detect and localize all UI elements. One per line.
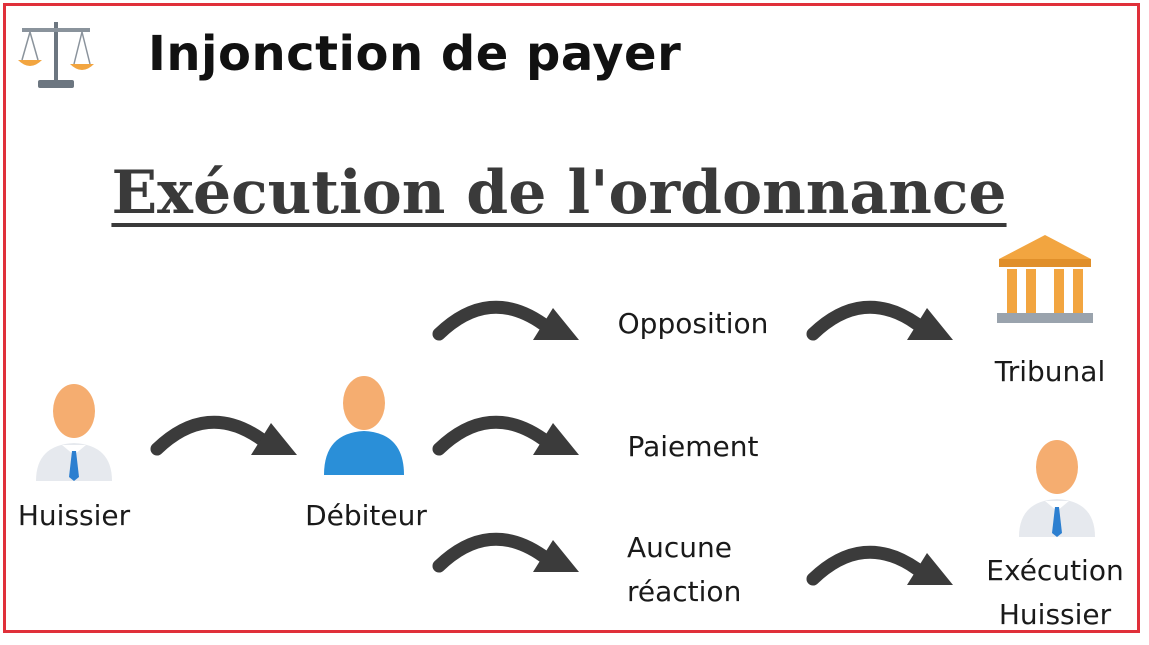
node-execution-line1: Exécution	[986, 554, 1124, 587]
balance-scale-icon	[18, 22, 94, 88]
arrow-debiteur-paiement	[432, 415, 579, 456]
node-debiteur: Débiteur	[305, 499, 427, 532]
diagram-frame	[3, 3, 1140, 633]
node-aucune-reaction-line1: Aucune	[627, 531, 733, 564]
node-aucune-reaction: Aucune réaction	[627, 526, 741, 614]
arrow-huissier-debiteur	[150, 415, 297, 456]
debiteur-icon	[324, 376, 404, 475]
node-execution-line2: Huissier	[998, 598, 1112, 631]
node-opposition: Opposition	[617, 307, 769, 340]
node-huissier: Huissier	[17, 499, 131, 532]
execution-huissier-icon	[1019, 440, 1095, 537]
courthouse-icon	[997, 235, 1093, 323]
arrow-debiteur-opposition	[432, 300, 579, 341]
arrow-debiteur-aucune-reaction	[432, 532, 579, 573]
arrow-opposition-tribunal	[806, 300, 953, 341]
arrow-aucune-reaction-execution	[806, 545, 953, 586]
diagram-subtitle: Exécution de l'ordonnance	[111, 158, 1007, 228]
node-execution-huissier: Exécution Huissier	[975, 549, 1135, 637]
node-aucune-reaction-line2: réaction	[627, 575, 742, 608]
node-tribunal: Tribunal	[994, 355, 1106, 388]
huissier-icon	[36, 384, 112, 481]
page-title: Injonction de payer	[148, 26, 682, 82]
node-paiement: Paiement	[627, 430, 759, 463]
